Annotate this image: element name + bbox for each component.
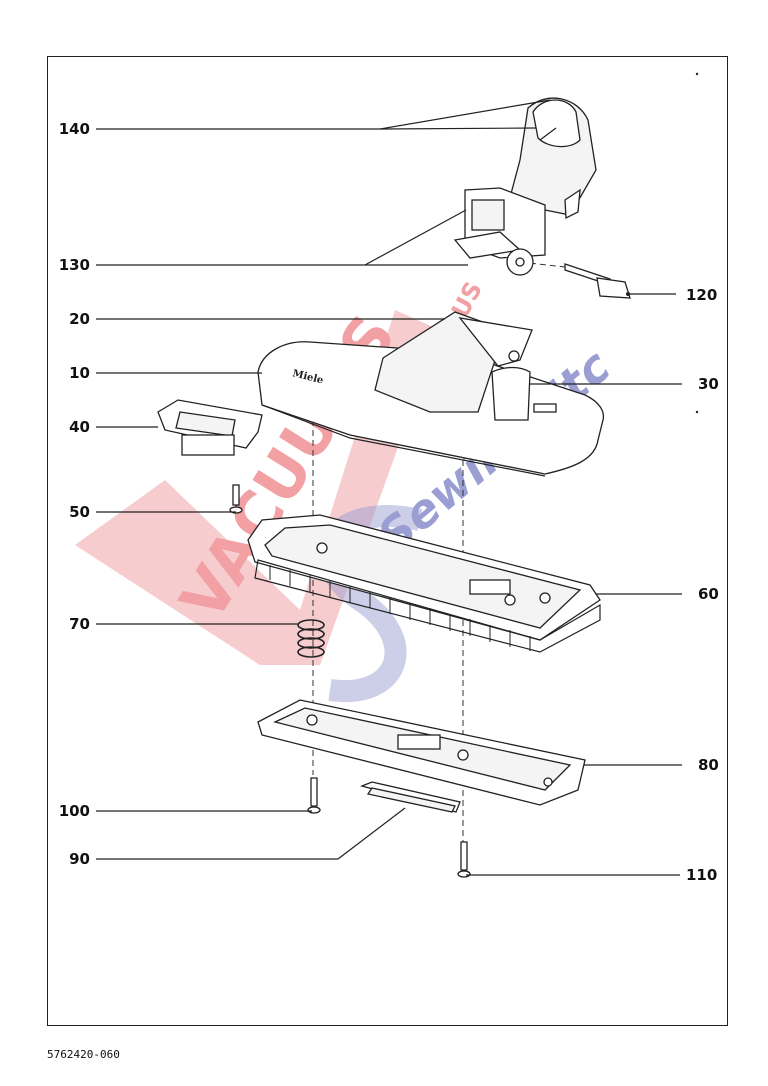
callout-10: 10 bbox=[69, 364, 90, 382]
part-small-screw bbox=[229, 484, 243, 514]
part-base-plate bbox=[257, 699, 586, 806]
callout-100: 100 bbox=[59, 802, 90, 820]
callout-130: 130 bbox=[59, 256, 90, 274]
part-nozzle-housing: Miele bbox=[257, 311, 605, 477]
callout-110: 110 bbox=[686, 866, 717, 884]
part-swivel-neck bbox=[507, 97, 597, 220]
scan-speck bbox=[695, 410, 699, 414]
watermark-s-swirl bbox=[317, 505, 423, 703]
callout-70: 70 bbox=[69, 615, 90, 633]
drawing-frame bbox=[47, 56, 728, 1026]
part-axle-pin bbox=[564, 263, 631, 299]
callout-80: 80 bbox=[698, 756, 719, 774]
callout-30: 30 bbox=[698, 375, 719, 393]
drawing-number: 5762420-060 bbox=[47, 1048, 120, 1061]
callout-60: 60 bbox=[698, 585, 719, 603]
part-long-screw-left bbox=[307, 777, 321, 814]
callout-40: 40 bbox=[69, 418, 90, 436]
part-spring bbox=[297, 619, 325, 658]
callout-50: 50 bbox=[69, 503, 90, 521]
part-joint-block bbox=[453, 187, 546, 276]
part-long-screw-right bbox=[457, 841, 471, 878]
callout-90: 90 bbox=[69, 850, 90, 868]
callout-120: 120 bbox=[686, 286, 717, 304]
part-cover-frame bbox=[157, 399, 263, 456]
callout-labels: 140 130 120 20 10 30 40 50 60 70 80 100 … bbox=[59, 120, 719, 884]
part-guide-bar bbox=[359, 781, 461, 813]
alignment-axis-pin bbox=[519, 261, 566, 268]
leader-lines bbox=[96, 99, 682, 876]
callout-140: 140 bbox=[59, 120, 90, 138]
scan-speck bbox=[695, 72, 699, 76]
part-brush-plate bbox=[247, 514, 601, 653]
callout-20: 20 bbox=[69, 310, 90, 328]
